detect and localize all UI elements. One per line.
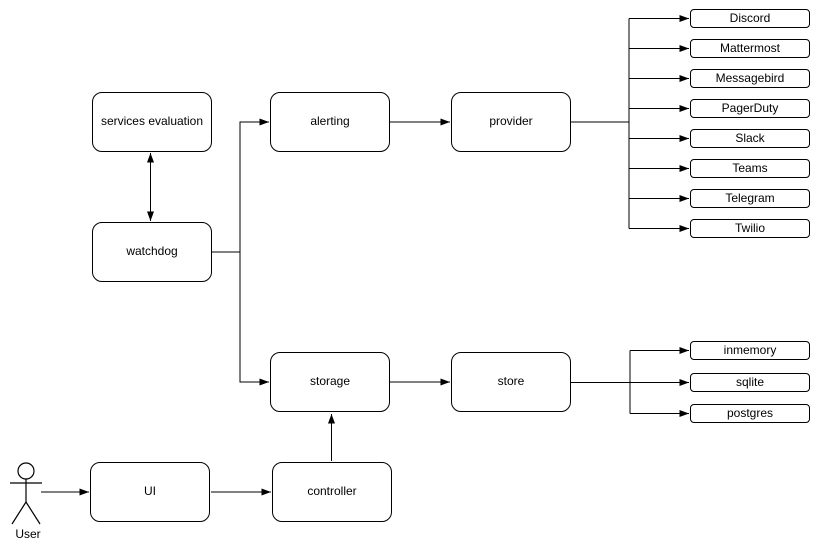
edges: [41, 15, 689, 496]
user-label: User: [15, 527, 41, 541]
leaf-inmemory: inmemory: [690, 341, 810, 360]
node-provider: provider: [451, 92, 571, 152]
leaf-messagebird: Messagebird: [690, 69, 810, 88]
leaf-twilio: Twilio: [690, 219, 810, 238]
node-alerting: alerting: [270, 92, 390, 152]
edge-watchdog-to-storage: [239, 252, 269, 386]
leaf-telegram: Telegram: [690, 189, 810, 208]
node-services-evaluation: services evaluation: [92, 92, 212, 152]
edge-watchdog-to-alerting: [212, 118, 269, 253]
node-controller: controller: [272, 462, 392, 522]
leaf-sqlite: sqlite: [690, 373, 810, 392]
leaf-teams: Teams: [690, 159, 810, 178]
leaf-pagerduty: PagerDuty: [690, 99, 810, 118]
leaf-mattermost: Mattermost: [690, 39, 810, 58]
leaf-slack: Slack: [690, 129, 810, 148]
leaf-discord: Discord: [690, 9, 810, 28]
leaf-postgres: postgres: [690, 404, 810, 423]
node-watchdog: watchdog: [92, 222, 212, 282]
node-store: store: [451, 352, 571, 412]
node-storage: storage: [270, 352, 390, 412]
node-ui: UI: [90, 462, 210, 522]
user-actor-icon: [10, 462, 42, 525]
